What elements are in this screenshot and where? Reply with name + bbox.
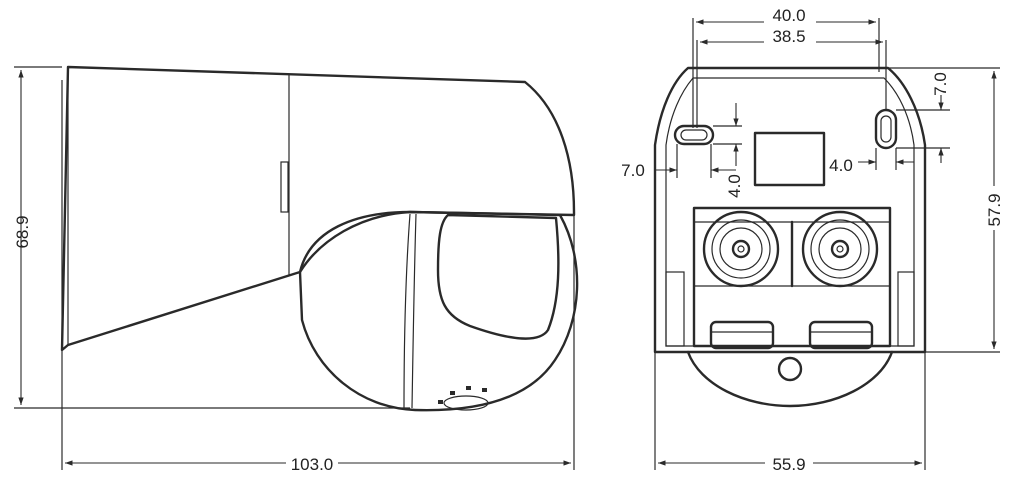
left-hole-height-label: 4.0 (725, 174, 744, 198)
front-label-window (753, 131, 826, 187)
left-mounting-hole-inner (680, 129, 708, 141)
hole-spacing-label: 38.5 (772, 27, 805, 46)
side-housing-outline (60, 65, 576, 352)
terminal-left-post (665, 271, 685, 347)
base-width-label: 55.9 (772, 455, 805, 474)
side-view: 68.9 103.0 (13, 65, 579, 474)
side-length-label: 103.0 (291, 455, 334, 474)
side-adjust-mark-2 (450, 391, 455, 395)
left-mounting-hole (673, 124, 715, 146)
side-lens-window (436, 213, 560, 340)
side-sensor-dome (298, 210, 579, 412)
front-view: 40.0 38.5 7.0 7.0 4.0 4.0 57.9 (621, 6, 1004, 474)
terminal-block (692, 206, 892, 348)
side-adjust-dial (443, 395, 489, 411)
terminal-screw-right (801, 210, 879, 288)
front-base-disc (686, 350, 894, 408)
side-housing-clip (280, 161, 289, 213)
cable-clamp-left (709, 320, 775, 350)
front-base-screw (777, 356, 803, 382)
left-hole-offset-label: 7.0 (621, 161, 645, 180)
side-sensor-inner-rim (403, 213, 411, 409)
body-height-label: 57.9 (985, 193, 1004, 226)
right-hole-offset-label: 7.0 (931, 72, 950, 96)
side-adjust-mark-1 (438, 400, 443, 404)
side-adjust-mark-4 (482, 388, 487, 392)
outer-width-label: 40.0 (772, 6, 805, 25)
terminal-right-post (897, 271, 915, 347)
terminal-screw-left (702, 210, 780, 288)
side-adjust-mark-3 (466, 386, 471, 390)
right-mounting-hole-inner (880, 115, 892, 143)
right-hole-height-label: 4.0 (829, 156, 853, 175)
side-sensor-inner-rim-2 (411, 213, 417, 409)
cable-clamp-right (808, 320, 874, 350)
side-height-label: 68.9 (13, 215, 32, 248)
